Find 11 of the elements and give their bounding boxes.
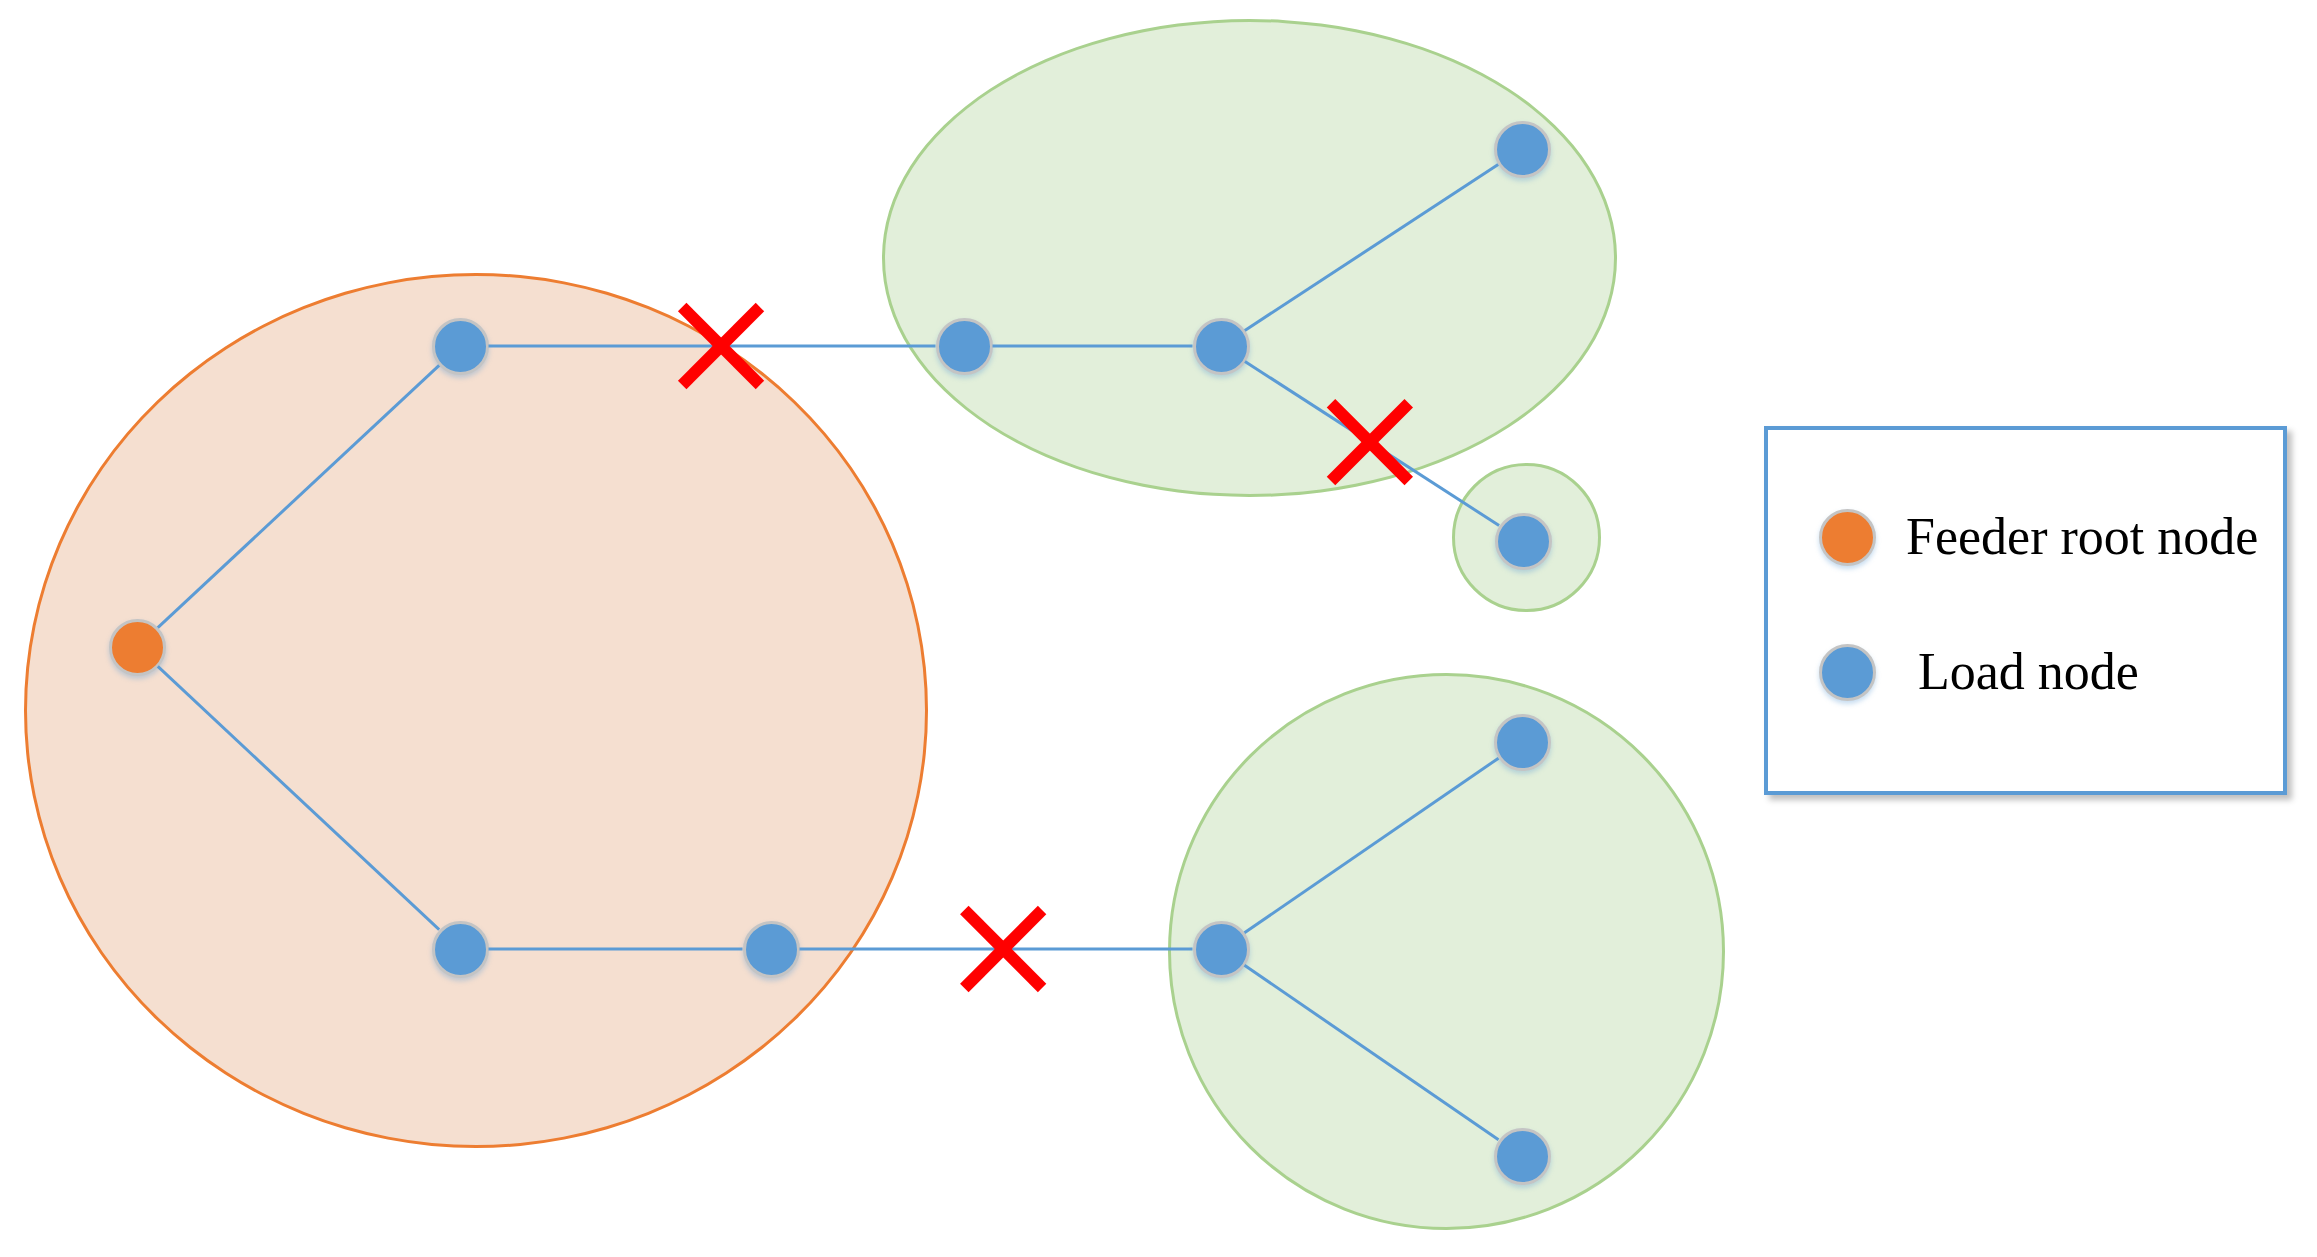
connector-line [992, 344, 1193, 348]
connector-line [1243, 756, 1500, 935]
connector-line [488, 947, 743, 951]
connector-line [1244, 163, 1499, 332]
legend-label: Feeder root node [1906, 511, 2259, 563]
connector-line [488, 344, 936, 348]
legend-label: Load node [1918, 646, 2139, 698]
connector-line [799, 947, 1193, 951]
connector-line [156, 364, 441, 629]
connector-line [1243, 963, 1500, 1142]
connector-line [156, 665, 441, 931]
